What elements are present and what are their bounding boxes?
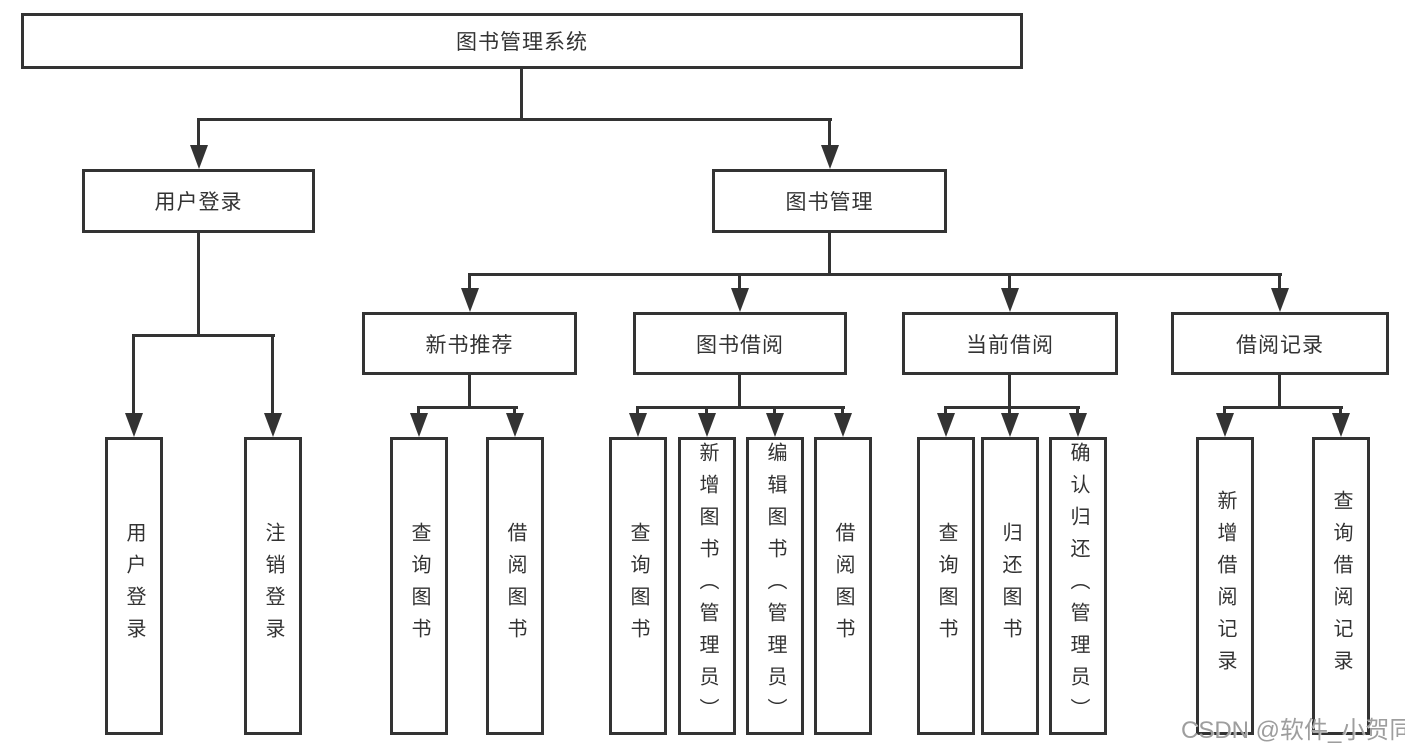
connector-current-stem [1008,375,1011,409]
leaf-bb-edit-books-admin-label: 编辑图书（管理员） [764,442,786,730]
node-library-system-label: 图书管理系统 [456,31,588,54]
arrowhead-nb-query-icon [410,413,428,437]
connector-bb-borrow-shaft [841,406,844,415]
connector-bb-edit-shaft [773,406,776,415]
node-new-book-rec: 新书推荐 [362,312,577,375]
leaf-nb-borrow-books-label: 借阅图书 [504,522,526,650]
leaf-logout: 注销登录 [244,437,302,735]
leaf-cb-query-books: 查询图书 [917,437,975,735]
connector-cb-query-shaft [944,406,947,415]
node-borrowing-record: 借阅记录 [1171,312,1389,375]
connector-login-leaf-shaft [132,334,135,415]
leaf-nb-query-books: 查询图书 [390,437,448,735]
leaf-br-query-record: 查询借阅记录 [1312,437,1370,735]
leaf-user-login-label: 用户登录 [123,522,145,650]
node-book-mgmt: 图书管理 [712,169,947,233]
arrowhead-bb-borrow-icon [834,413,852,437]
connector-book-mgmt-shaft [828,118,831,152]
arrowhead-bb-query-icon [629,413,647,437]
connector-bb-query-shaft [636,406,639,415]
leaf-cb-confirm-return-admin-label: 确认归还（管理员） [1067,442,1089,730]
arrowhead-login-leaf-icon [125,413,143,437]
node-book-mgmt-label: 图书管理 [785,191,874,214]
leaf-user-login: 用户登录 [105,437,163,735]
connector-nb-borrow-shaft [513,406,516,415]
connector-current-shaft [1008,273,1011,290]
connector-nb-query-shaft [417,406,420,415]
leaf-bb-edit-books-admin: 编辑图书（管理员） [746,437,804,735]
connector-new-book-split [417,406,518,409]
leaf-cb-confirm-return-admin: 确认归还（管理员） [1049,437,1107,735]
arrowhead-cb-query-icon [937,413,955,437]
connector-borrowing-shaft [738,273,741,290]
leaf-bb-query-books: 查询图书 [609,437,667,735]
connector-current-split [944,406,1080,409]
arrowhead-nb-borrow-icon [506,413,524,437]
connector-new-book-stem [468,375,471,409]
connector-book-mgmt-stem [828,233,831,276]
connector-record-shaft [1278,273,1281,290]
connector-user-login-stem [197,233,200,337]
connector-borrowing-stem [738,375,741,409]
node-current-borrowing: 当前借阅 [902,312,1118,375]
connector-bb-add-shaft [705,406,708,415]
node-user-login: 用户登录 [82,169,315,233]
connector-record-split [1223,406,1343,409]
connector-root-stem [520,69,523,118]
node-book-borrowing-label: 图书借阅 [696,333,784,357]
connector-record-stem [1278,375,1281,409]
connector-book-mgmt-split [468,273,1282,276]
connector-br-query-shaft [1339,406,1342,415]
leaf-bb-borrow-books: 借阅图书 [814,437,872,735]
leaf-br-add-record-label: 新增借阅记录 [1214,490,1236,682]
leaf-cb-query-books-label: 查询图书 [935,522,957,650]
arrowhead-cb-return-icon [1001,413,1019,437]
connector-cb-return-shaft [1008,406,1011,415]
arrowhead-user-login-icon [190,145,208,169]
arrowhead-borrowing-icon [731,288,749,312]
leaf-bb-add-books-admin: 新增图书（管理员） [678,437,736,735]
arrowhead-cb-confirm-icon [1069,413,1087,437]
leaf-logout-label: 注销登录 [262,522,284,650]
leaf-br-add-record: 新增借阅记录 [1196,437,1254,735]
leaf-br-query-record-label: 查询借阅记录 [1330,490,1352,682]
leaf-nb-query-books-label: 查询图书 [408,522,430,650]
arrowhead-new-book-icon [461,288,479,312]
arrowhead-current-icon [1001,288,1019,312]
node-new-book-rec-label: 新书推荐 [425,333,514,357]
node-user-login-label: 用户登录 [154,191,243,214]
csdn-watermark: CSDN @软件_小贺同学 [1181,717,1405,744]
arrowhead-book-mgmt-icon [821,145,839,169]
connector-root-split [197,118,832,121]
node-library-system: 图书管理系统 [21,13,1023,69]
arrowhead-logout-leaf-icon [264,413,282,437]
arrowhead-record-icon [1271,288,1289,312]
leaf-nb-borrow-books: 借阅图书 [486,437,544,735]
connector-user-login-shaft [197,118,200,152]
leaf-cb-return-books: 归还图书 [981,437,1039,735]
connector-cb-confirm-shaft [1076,406,1079,415]
connector-user-login-split [132,334,275,337]
arrowhead-br-add-icon [1216,413,1234,437]
connector-borrowing-split [636,406,845,409]
connector-logout-leaf-shaft [271,334,274,415]
leaf-bb-add-books-admin-label: 新增图书（管理员） [696,442,718,730]
arrowhead-br-query-icon [1332,413,1350,437]
leaf-cb-return-books-label: 归还图书 [999,522,1021,650]
node-borrowing-record-label: 借阅记录 [1236,333,1324,357]
arrowhead-bb-add-icon [698,413,716,437]
connector-br-add-shaft [1223,406,1226,415]
node-current-borrowing-label: 当前借阅 [966,333,1054,357]
node-book-borrowing: 图书借阅 [633,312,847,375]
arrowhead-bb-edit-icon [766,413,784,437]
leaf-bb-borrow-books-label: 借阅图书 [832,522,854,650]
leaf-bb-query-books-label: 查询图书 [627,522,649,650]
connector-new-book-shaft [468,273,471,290]
